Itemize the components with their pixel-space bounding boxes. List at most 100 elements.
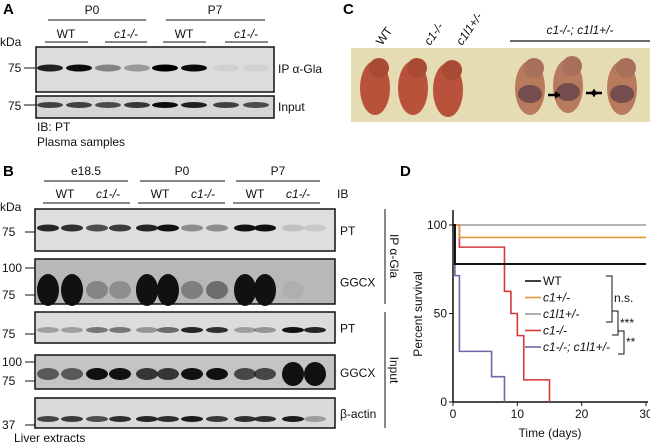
band bbox=[282, 327, 304, 333]
band bbox=[37, 416, 59, 422]
band bbox=[304, 327, 326, 333]
band bbox=[206, 368, 228, 380]
x-tick-label: 10 bbox=[511, 407, 525, 421]
band bbox=[282, 362, 304, 386]
y-tick-label: 50 bbox=[434, 307, 448, 321]
marker-label: 37 bbox=[2, 418, 16, 432]
band bbox=[61, 368, 83, 380]
legend-label: c1+/- bbox=[543, 291, 570, 305]
band bbox=[136, 368, 158, 380]
blot bbox=[34, 397, 336, 429]
band bbox=[234, 224, 256, 232]
marker-label: 75 bbox=[8, 99, 22, 113]
x-tick-label: 0 bbox=[450, 407, 457, 421]
band bbox=[206, 224, 228, 232]
blot-name: PT bbox=[340, 224, 356, 238]
pup-head bbox=[442, 60, 462, 80]
band bbox=[86, 281, 108, 299]
band bbox=[181, 102, 207, 108]
band bbox=[234, 368, 256, 380]
pups bbox=[360, 56, 637, 117]
blot-input bbox=[35, 95, 275, 119]
band bbox=[234, 274, 256, 306]
band bbox=[95, 102, 121, 108]
band bbox=[66, 64, 92, 72]
band bbox=[152, 102, 178, 108]
marker-label: 75 bbox=[8, 61, 22, 75]
band bbox=[282, 224, 304, 232]
band bbox=[206, 416, 228, 422]
sample-label: Liver extracts bbox=[14, 431, 85, 443]
significance-bracket bbox=[606, 275, 613, 323]
bruise bbox=[518, 85, 542, 103]
group-label: e18.5 bbox=[71, 164, 101, 178]
band bbox=[234, 416, 256, 422]
pup-head bbox=[369, 58, 389, 78]
band bbox=[136, 327, 158, 333]
genotype-label: WT bbox=[151, 187, 170, 201]
band bbox=[61, 224, 83, 232]
panel-label: A bbox=[3, 1, 14, 18]
marker-label: 100 bbox=[2, 261, 22, 275]
band bbox=[157, 368, 179, 380]
band bbox=[304, 362, 326, 386]
group-label: c1-/-; c1l1+/- bbox=[546, 23, 613, 37]
kda-label: kDa bbox=[0, 200, 22, 214]
band bbox=[109, 416, 131, 422]
ib-label: IB: PT bbox=[37, 120, 71, 134]
genotype-label: WT bbox=[175, 27, 194, 41]
panel-label: D bbox=[400, 163, 411, 180]
band bbox=[181, 368, 203, 380]
band bbox=[254, 368, 276, 380]
significance-label: *** bbox=[620, 316, 634, 330]
series-line bbox=[453, 224, 646, 239]
series-line bbox=[453, 224, 551, 402]
x-tick-label: 30 bbox=[639, 407, 650, 421]
significance-bracket bbox=[618, 330, 625, 355]
panel-c: C WT c1-/- c1l1+/- c1-/-; c1l1+/- bbox=[343, 1, 650, 122]
x-axis-label: Time (days) bbox=[519, 426, 582, 440]
band bbox=[86, 416, 108, 422]
band bbox=[157, 416, 179, 422]
pup-head bbox=[407, 58, 427, 78]
marker-label: 75 bbox=[2, 288, 16, 302]
band bbox=[181, 416, 203, 422]
band bbox=[181, 224, 203, 232]
band bbox=[254, 274, 276, 306]
band bbox=[109, 368, 131, 380]
band bbox=[124, 102, 150, 108]
band bbox=[37, 368, 59, 380]
band bbox=[181, 327, 203, 333]
blot-name: β-actin bbox=[340, 407, 376, 421]
band bbox=[109, 281, 131, 299]
band bbox=[282, 416, 304, 422]
band bbox=[304, 416, 326, 422]
pups-photo bbox=[351, 48, 650, 122]
band bbox=[136, 416, 158, 422]
band bbox=[254, 224, 276, 232]
legend-label: c1-/-; c1l1+/- bbox=[543, 340, 610, 354]
panel-label: C bbox=[343, 1, 354, 18]
band bbox=[152, 64, 178, 72]
marker-label: 75 bbox=[2, 327, 16, 341]
band bbox=[254, 327, 276, 333]
genotype-label: c1-/- bbox=[234, 27, 258, 41]
blot-name: GGCX bbox=[340, 276, 375, 290]
band bbox=[136, 224, 158, 232]
pup-head bbox=[562, 56, 582, 76]
genotype-label: WT bbox=[246, 187, 265, 201]
band bbox=[66, 102, 92, 108]
band bbox=[37, 274, 59, 306]
band bbox=[109, 224, 131, 232]
marker-label: 75 bbox=[2, 374, 16, 388]
band bbox=[181, 64, 207, 72]
band bbox=[61, 274, 83, 306]
significance-label: n.s. bbox=[614, 291, 633, 305]
panel-label: B bbox=[3, 163, 14, 180]
series-line bbox=[453, 224, 646, 265]
